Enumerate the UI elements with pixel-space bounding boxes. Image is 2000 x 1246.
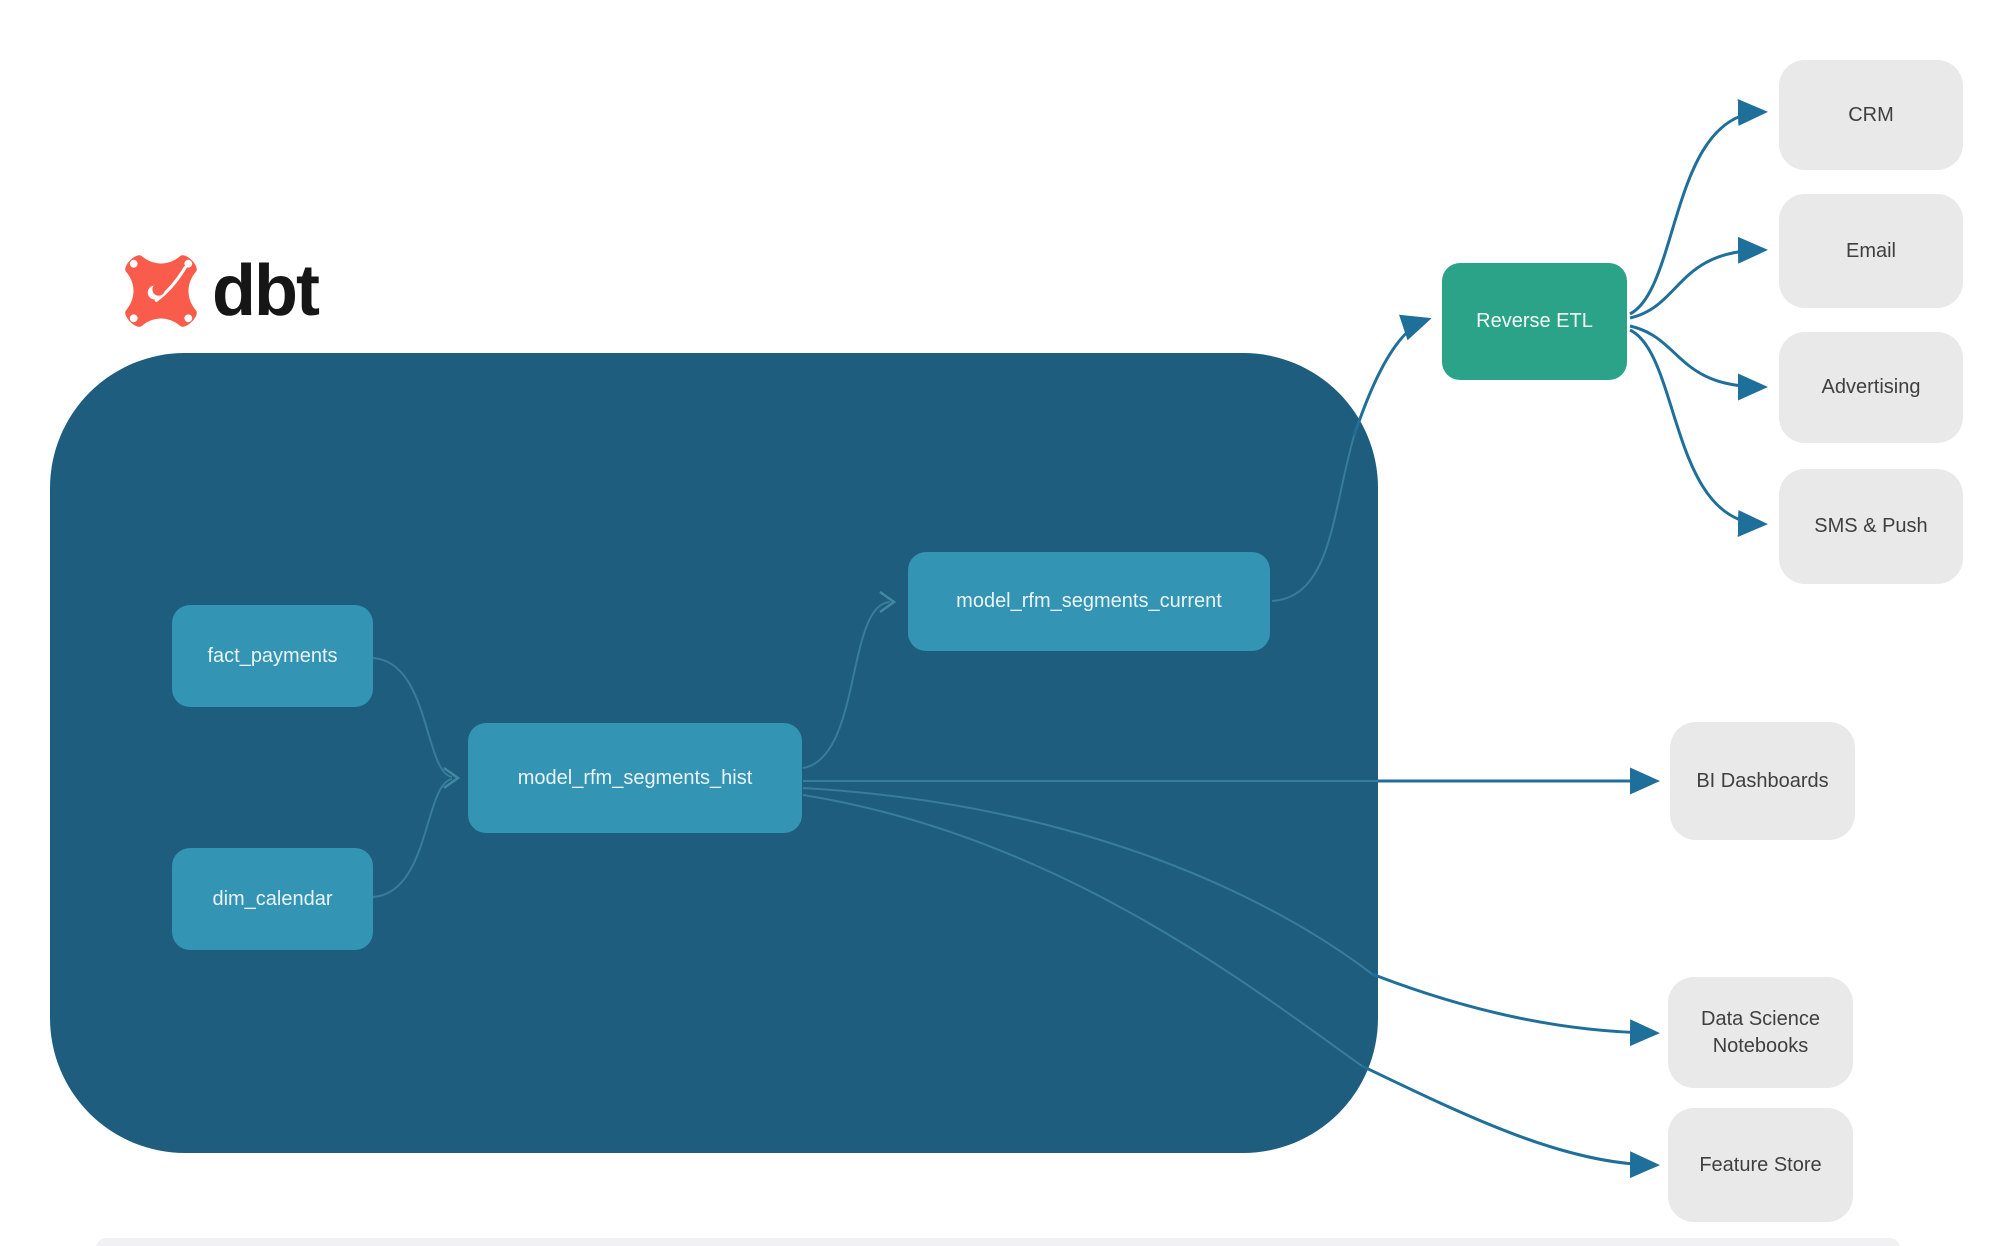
node-feature-store: Feature Store xyxy=(1668,1108,1853,1222)
edge-etl-to-email xyxy=(1629,236,1768,320)
node-sms-push: SMS & Push xyxy=(1779,469,1963,584)
node-reverse-etl: Reverse ETL xyxy=(1442,263,1627,380)
dbt-wordmark: dbt xyxy=(212,251,320,331)
edge-hist-to-datascience xyxy=(1371,972,1660,1047)
node-email: Email xyxy=(1779,194,1963,308)
node-model-rfm-segments-current: model_rfm_segments_current xyxy=(908,552,1270,651)
node-fact-payments: fact_payments xyxy=(172,605,373,707)
edge-current-to-reverse-etl xyxy=(1352,314,1432,437)
bottom-cutoff-panel xyxy=(96,1238,1900,1246)
dbt-logo: dbt xyxy=(122,251,320,331)
node-dim-calendar: dim_calendar xyxy=(172,848,373,950)
edge-etl-to-advertising xyxy=(1629,324,1768,401)
edge-hist-to-featurestore xyxy=(1361,1064,1660,1179)
node-model-rfm-segments-hist: model_rfm_segments_hist xyxy=(468,723,802,833)
node-advertising: Advertising xyxy=(1779,332,1963,443)
edge-etl-to-crm xyxy=(1629,99,1768,316)
node-bi-dashboards: BI Dashboards xyxy=(1670,722,1855,840)
node-crm: CRM xyxy=(1779,60,1963,170)
node-data-science-notebooks: Data Science Notebooks xyxy=(1668,977,1853,1088)
edge-etl-to-sms-push xyxy=(1629,328,1768,537)
dbt-star-icon xyxy=(125,255,197,327)
